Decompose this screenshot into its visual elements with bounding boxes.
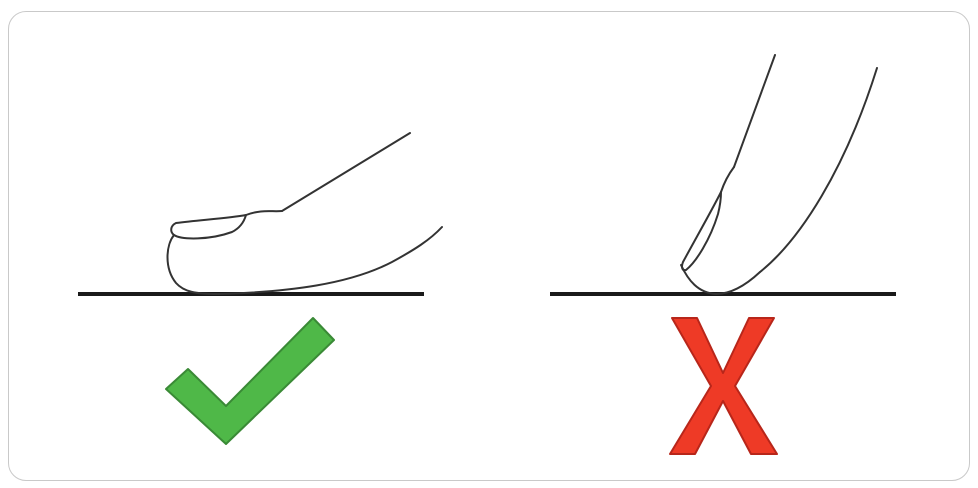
checkmark-icon — [166, 318, 334, 444]
incorrect-panel — [550, 55, 896, 454]
x-mark-icon — [670, 318, 777, 454]
correct-panel — [78, 133, 442, 444]
finger-tip-icon — [681, 55, 877, 294]
finger-flat-pad-icon — [168, 133, 443, 294]
